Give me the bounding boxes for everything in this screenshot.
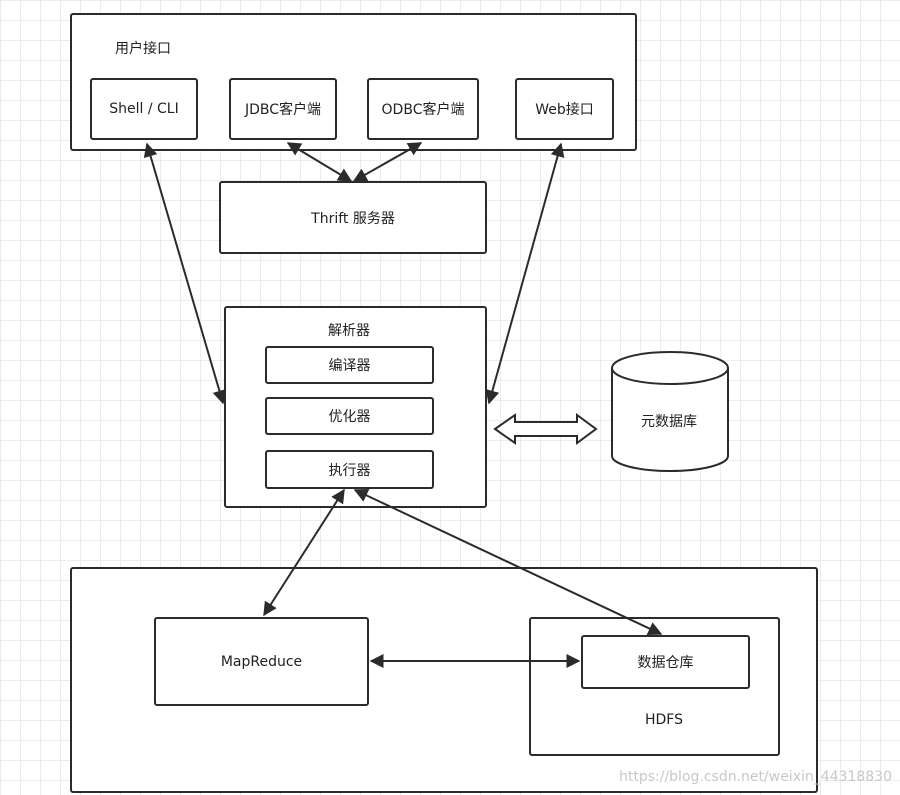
web-interface-box: Web接口: [515, 78, 614, 140]
executor-warehouse-arrow: [353, 489, 663, 635]
watermark: https://blog.csdn.net/weixin_44318830: [618, 769, 892, 785]
metastore-cylinder: [611, 351, 729, 472]
odbc-thrift-arrow: [352, 142, 423, 182]
executor-mapreduce-arrow: [263, 488, 345, 617]
jdbc-client-box: JDBC客户端: [229, 78, 337, 140]
compiler-box: 编译器: [265, 346, 434, 384]
optimizer-box: 优化器: [265, 397, 434, 435]
shell-parser-arrow: [143, 142, 227, 405]
data-warehouse-box: 数据仓库: [581, 635, 750, 689]
web-parser-arrow: [485, 142, 565, 405]
executor-box: 执行器: [265, 450, 434, 489]
metastore-label: 元数据库: [641, 414, 697, 430]
hdfs-label: HDFS: [645, 712, 684, 728]
user-interface-title: 用户接口: [115, 41, 171, 57]
parser-title: 解析器: [328, 323, 370, 339]
odbc-client-box: ODBC客户端: [367, 78, 479, 140]
jdbc-thrift-arrow: [286, 142, 353, 182]
mapreduce-box: MapReduce: [154, 617, 369, 706]
parser-metastore-double-arrow: [493, 413, 598, 445]
shell-cli-box: Shell / CLI: [90, 78, 198, 140]
